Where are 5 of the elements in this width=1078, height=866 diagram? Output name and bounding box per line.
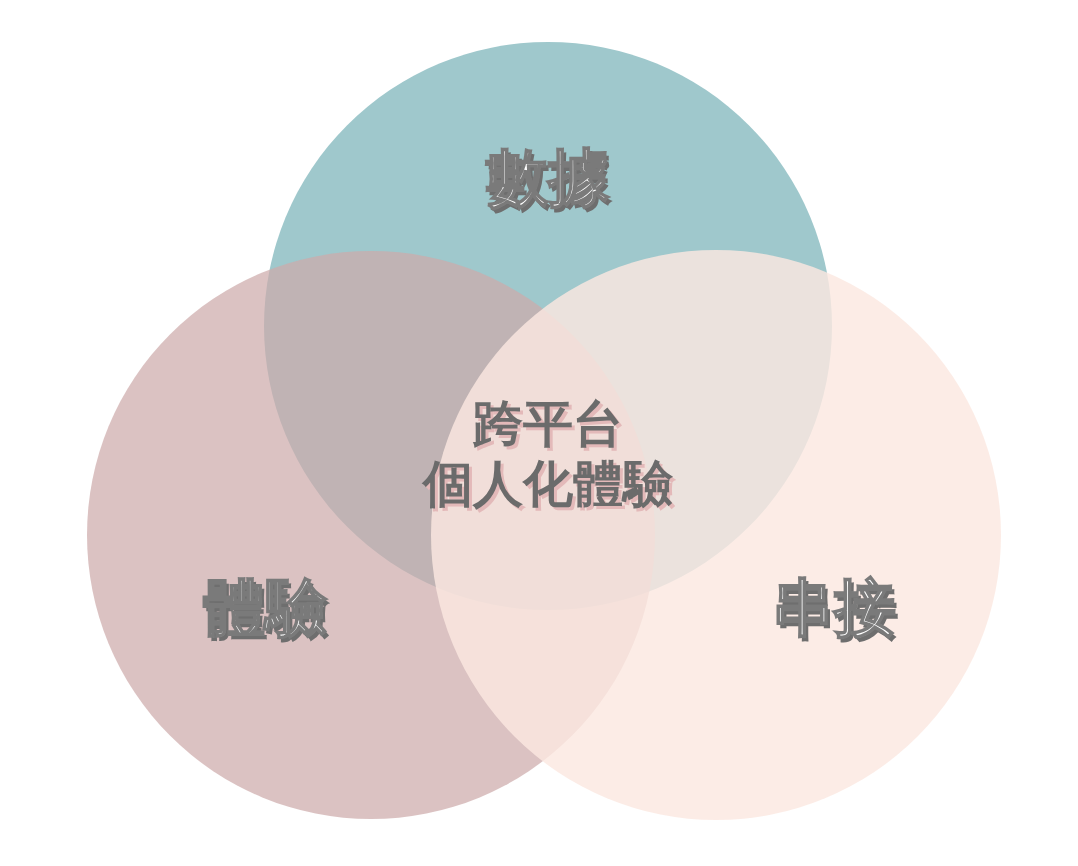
center-label: 跨平台: [472, 396, 624, 454]
circle-label: 數據: [486, 147, 610, 209]
center-label: 個人化體驗: [421, 456, 674, 514]
circle-label: 串接: [772, 577, 896, 639]
circle-label: 體驗: [203, 577, 327, 639]
